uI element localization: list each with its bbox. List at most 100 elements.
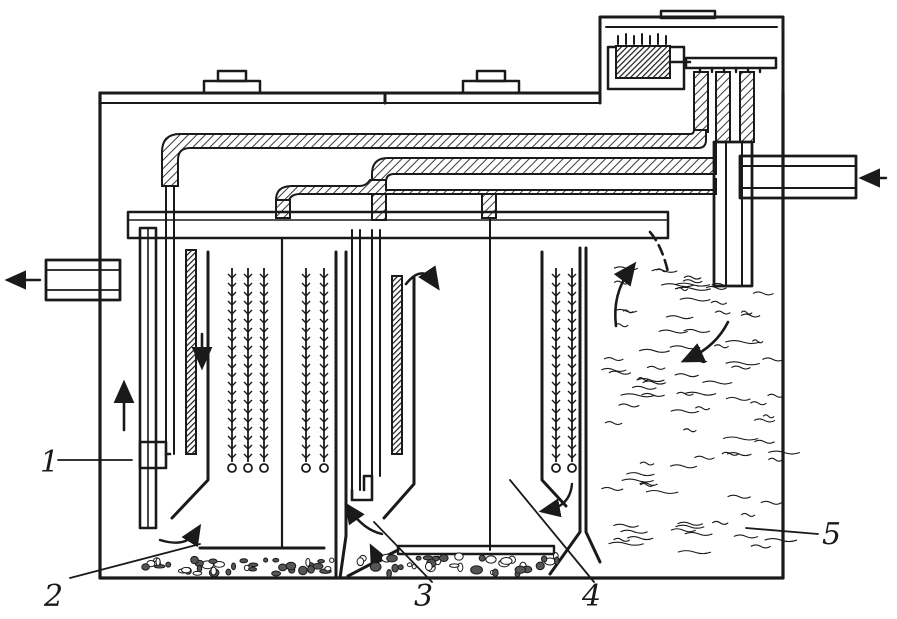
sludge-particle	[181, 566, 192, 574]
water-ripple	[760, 500, 782, 505]
callout-2: 2	[43, 579, 63, 614]
brush-strand	[551, 268, 561, 473]
sludge-particle	[554, 556, 560, 566]
callout-3: 3	[414, 579, 433, 614]
water-ripple	[677, 521, 704, 526]
water-ripple	[642, 380, 667, 385]
sludge-particle	[278, 563, 288, 572]
water-ripple	[762, 414, 775, 419]
water-ripple	[665, 315, 694, 320]
brush-strand	[319, 268, 329, 473]
water-ripple	[613, 523, 639, 528]
water-ripple	[614, 323, 629, 328]
sludge-particle	[514, 565, 527, 574]
water-ripple	[613, 280, 630, 285]
brush-strand	[243, 268, 253, 473]
water-ripple	[637, 376, 650, 382]
sludge-particle	[192, 570, 203, 576]
water-ripple	[722, 436, 759, 441]
sludge-particle	[485, 555, 497, 564]
sludge-particle	[397, 564, 404, 571]
water-ripple	[684, 531, 713, 536]
water-ripple	[749, 401, 767, 406]
water-ripple	[604, 421, 623, 426]
water-ripple	[694, 406, 711, 411]
callout-5: 5	[822, 517, 841, 552]
sludge-particle	[271, 570, 282, 577]
water-ripple	[651, 268, 678, 273]
roof-hatch-left	[202, 69, 262, 95]
water-ripple	[639, 482, 655, 487]
water-ripple	[726, 452, 752, 457]
water-ripple	[655, 268, 669, 273]
sludge-particle	[225, 568, 232, 576]
chamber-1-riser	[113, 185, 175, 530]
water-ripple	[618, 403, 640, 408]
sludge-particle	[324, 565, 332, 572]
sludge-particle	[386, 554, 398, 563]
water-ripple	[614, 308, 638, 313]
water-ripple	[620, 393, 656, 398]
sludge-particle	[231, 562, 237, 571]
water-ripple	[621, 478, 654, 483]
water-ripple	[626, 536, 654, 541]
water-ripple	[631, 385, 657, 390]
inlet-pipe	[712, 140, 858, 288]
water-ripple	[670, 528, 696, 533]
sludge-particle	[535, 561, 545, 571]
blower-unit	[606, 33, 778, 91]
callout-labels: 1 2 3 4 5	[40, 445, 841, 614]
sludge-particle	[165, 561, 172, 568]
water-ripple	[711, 520, 729, 525]
callout-1: 1	[40, 445, 59, 480]
brush-strand	[227, 268, 237, 473]
water-ripple	[733, 534, 759, 539]
sludge-particle	[386, 569, 392, 578]
water-ripple	[750, 544, 771, 549]
sludge-deposit	[141, 552, 560, 578]
sludge-particle	[285, 561, 297, 571]
water-ripple	[669, 464, 698, 469]
sludge-particle	[272, 557, 280, 563]
water-ripple	[613, 266, 639, 271]
callout-4: 4	[581, 579, 601, 614]
water-ripple	[713, 344, 729, 349]
water-ripple	[639, 461, 655, 466]
water-ripple	[764, 538, 798, 543]
water-ripple	[626, 472, 655, 477]
sludge-particle	[391, 563, 399, 573]
water-ripple	[751, 339, 764, 344]
water-ripple	[620, 529, 648, 534]
water-ripple	[660, 283, 695, 288]
water-ripple	[608, 370, 632, 375]
water-ripple	[694, 455, 715, 460]
roof-hatch-box	[659, 9, 717, 20]
sludge-particle	[329, 557, 335, 563]
brush-strand	[567, 268, 577, 473]
water-ripple	[714, 310, 731, 315]
water-ripple	[768, 457, 783, 462]
water-ripple	[725, 361, 760, 366]
water-ripple	[727, 494, 751, 499]
water-ripple	[682, 279, 703, 284]
water-ripple	[682, 428, 697, 433]
water-ripple	[768, 450, 801, 455]
sludge-particle	[424, 561, 433, 572]
leader-lines	[57, 459, 819, 583]
water-ripple	[721, 451, 740, 456]
water-ripple	[645, 489, 679, 495]
water-ripple	[600, 367, 627, 372]
brush-strand	[301, 268, 311, 473]
water-ripple	[752, 291, 774, 296]
sludge-particle	[369, 561, 382, 572]
chamber-5-water	[600, 266, 801, 555]
water-ripple	[705, 285, 727, 290]
sludge-particle	[155, 557, 161, 567]
water-ripple	[740, 310, 753, 315]
water-ripple	[669, 345, 701, 350]
water-ripple	[731, 365, 751, 370]
sludge-particle	[406, 562, 413, 568]
air-pipes	[161, 71, 888, 288]
water-ripple	[683, 275, 702, 280]
water-ripple	[639, 481, 658, 487]
